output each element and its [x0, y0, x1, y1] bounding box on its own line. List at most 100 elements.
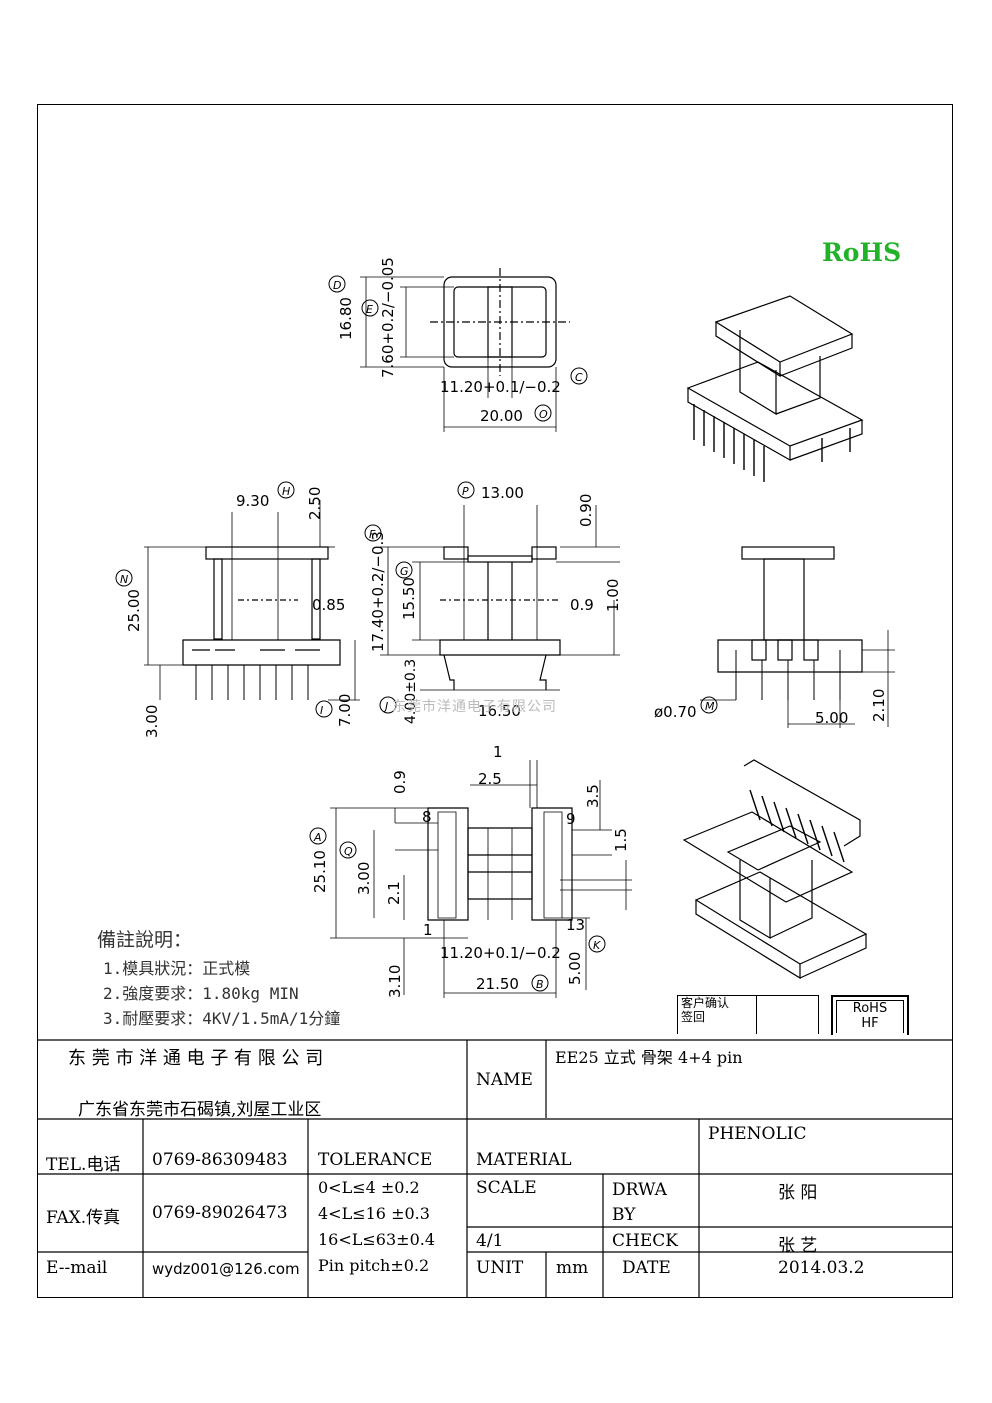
rohs-logo: RoHS [822, 238, 902, 267]
watermark: 东莞市洋通电子有限公司 [392, 699, 557, 715]
dim-1-00: 1.00 [604, 579, 622, 612]
check-label: CHECK [612, 1231, 678, 1251]
title-block-grid [37, 1039, 953, 1298]
dim-circ-f: F [369, 528, 376, 541]
stamp-line: 签回 [681, 1010, 706, 1024]
dim-circ-j: J [383, 700, 388, 713]
company-name: 东 莞 市 洋 通 电 子 有 限 公 司 [68, 1048, 324, 1069]
dim-8: 8 [422, 808, 432, 826]
dim-circ-b: B [536, 978, 544, 991]
reference-circles [115, 275, 718, 992]
dim-25-10: 25.10 [311, 850, 329, 893]
tolerance-label: TOLERANCE [318, 1150, 433, 1170]
dim-0-85: 0.85 [312, 596, 345, 614]
dim-11-20-bottom: 11.20+0.1/−0.2 [440, 944, 561, 962]
dim-13-00: 13.00 [481, 484, 524, 502]
dim-25-00: 25.00 [125, 589, 143, 632]
stamp-hf: HF [861, 1016, 879, 1031]
dim-1: 1 [493, 743, 503, 761]
tolerance-row-4: Pin pitch±0.2 [318, 1256, 430, 1275]
dim-2-1: 2.1 [385, 881, 403, 905]
fax-value: 0769-89026473 [152, 1203, 288, 1223]
dim-20-00: 20.00 [480, 407, 523, 425]
dim-3-5: 3.5 [584, 784, 602, 808]
dim-0-90-side: 0.90 [577, 494, 595, 527]
dim-circ-m: M [705, 700, 715, 713]
tel-label: TEL.电话 [46, 1155, 121, 1175]
dim-1-5: 1.5 [612, 828, 630, 852]
dim-15-50: 15.50 [400, 577, 418, 620]
unit-value: mm [556, 1258, 589, 1278]
dim-circ-n: N [120, 573, 128, 586]
dim-17-40: 17.40+0.2/−0.3 [369, 531, 387, 652]
side-view [380, 505, 620, 691]
dim-9: 9 [566, 810, 576, 828]
drawn-by-value: 张 阳 [778, 1183, 818, 1203]
dim-16-80: 16.80 [337, 297, 355, 340]
check-value: 张 艺 [778, 1236, 818, 1256]
dim-21-50: 21.50 [476, 975, 519, 993]
drawn-by-label: DRWA BY [612, 1180, 667, 1225]
tolerance-row-2: 4<L≤16 ±0.3 [318, 1204, 430, 1223]
isometric-top-view [686, 295, 864, 482]
dim-circ-e: E [366, 303, 373, 316]
note-item: 3.耐壓要求：4KV/1.5mA/1分鐘 [103, 1009, 341, 1028]
dim-13: 13 [566, 916, 585, 934]
rohs-hf-stamp: RoHS HF [831, 995, 909, 1035]
tolerance-row-3: 16<L≤63±0.4 [318, 1230, 436, 1249]
fax-label: FAX.传真 [46, 1208, 121, 1228]
stamp-rohs: RoHS [852, 1001, 888, 1016]
dim-5-00-right: 5.00 [815, 709, 848, 727]
name-value: EE25 立式 骨架 4+4 pin [555, 1048, 743, 1067]
dim-4-00: 4.00±0.3 [403, 659, 419, 724]
dim-circ-i: I [320, 704, 323, 717]
dim-circ-h: H [282, 485, 290, 498]
dim-3-10: 3.10 [386, 965, 404, 998]
company-address: 广东省东莞市石碣镇,刘屋工业区 [78, 1100, 322, 1120]
material-value: PHENOLIC [708, 1124, 807, 1144]
dim-circ-a: A [313, 831, 322, 844]
notes-heading: 備註說明： [97, 929, 193, 951]
dim-0-70: ø0.70 [654, 703, 697, 721]
tolerance-row-1: 0<L≤4 ±0.2 [318, 1178, 420, 1197]
date-label: DATE [622, 1258, 671, 1278]
right-view [700, 546, 895, 728]
isometric-bottom-view [682, 759, 868, 980]
dim-2-50: 2.50 [306, 487, 324, 520]
front-view [144, 500, 360, 701]
dim-3-00-front: 3.00 [143, 705, 161, 738]
dim-5-00-bottom: 5.00 [566, 952, 584, 985]
dim-11-20-top: 11.20+0.1/−0.2 [440, 378, 561, 396]
material-label: MATERIAL [476, 1150, 572, 1170]
dimension-labels: 16.80 D 7.60+0.2/−0.05 E 11.20+0.1/−0.2 … [120, 257, 888, 998]
date-value: 2014.03.2 [778, 1258, 865, 1278]
dim-16-50: 16.50 [478, 702, 521, 720]
tel-value: 0769-86309483 [152, 1150, 288, 1170]
top-view [360, 268, 570, 432]
dim-circ-k: K [593, 939, 601, 952]
dim-7-60: 7.60+0.2/−0.05 [379, 257, 397, 378]
dim-circ-q: Q [344, 845, 353, 858]
unit-label: UNIT [476, 1258, 524, 1278]
bottom-view [330, 760, 632, 998]
email-value: wydz001@126.com [152, 1260, 300, 1278]
scale-value: 4/1 [476, 1231, 504, 1251]
dim-2-5: 2.5 [478, 770, 502, 788]
notes-block: 備註說明： 1.模具狀況：正式模 2.強度要求：1.80kg MIN 3.耐壓要… [97, 925, 340, 1031]
dim-circ-p: P [462, 485, 469, 498]
dim-0-9-bottom: 0.9 [391, 770, 409, 794]
dim-circ-o: O [539, 408, 548, 421]
stamp-line: 客户确认 [681, 996, 730, 1010]
dim-3-00-bottom: 3.00 [355, 862, 373, 895]
note-item: 2.強度要求：1.80kg MIN [103, 984, 299, 1003]
dim-7-00: 7.00 [336, 694, 354, 727]
customer-confirm-stamp: 客户确认 签回 [677, 995, 819, 1034]
dim-circ-c: C [575, 371, 583, 384]
name-label: NAME [476, 1070, 533, 1090]
scale-label: SCALE [476, 1178, 537, 1198]
dim-circ-d: D [333, 279, 341, 292]
email-label: E--mail [46, 1258, 108, 1278]
dim-2-10: 2.10 [870, 689, 888, 722]
note-item: 1.模具狀況：正式模 [103, 959, 251, 978]
